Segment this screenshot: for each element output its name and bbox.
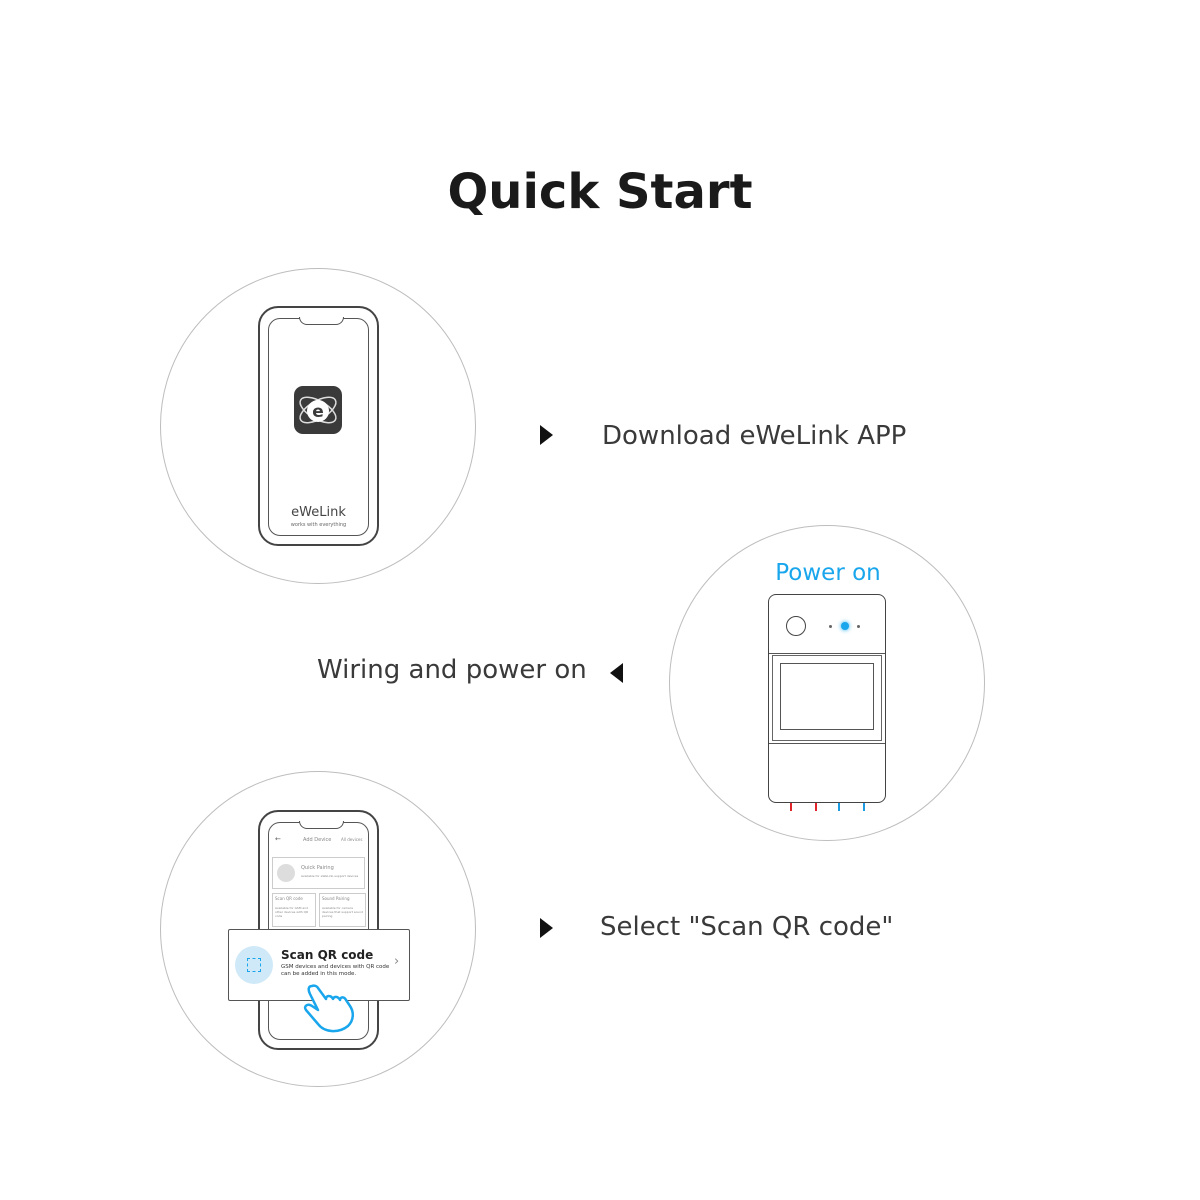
phone-ewelink-app: e eWeLink works with everything [258,306,379,546]
sound-pairing-label: Sound Pairing [322,896,350,901]
display-screen [780,663,874,730]
scan-qr-card-desc: GSM devices and devices with QR code can… [281,964,390,977]
all-devices-link: All devices [341,837,363,842]
indicator-led [857,625,860,628]
quick-pairing-option: Quick Pairing Available for eWeLink-supp… [272,857,365,889]
app-brand-label: eWeLink [291,505,346,520]
neutral-wire [838,803,840,811]
back-icon: ← [275,835,281,843]
divider [769,743,885,744]
phone-notch [299,317,344,325]
step3-illustration-circle [160,771,476,1087]
tap-hand-icon [303,984,354,1033]
live-wire [790,803,792,811]
quick-pairing-desc: Available for eWeLink-support devices [301,874,359,878]
step2-illustration-circle [669,525,985,841]
ewelink-logo-icon: e [294,386,342,434]
add-device-header: Add Device [303,837,332,843]
sound-pairing-desc: Available for camera devices that suppor… [322,906,363,918]
page-title: Quick Start [447,164,753,220]
live-wire [815,803,817,811]
qr-scan-icon [235,946,273,984]
svg-text:e: e [312,402,324,422]
quick-pairing-icon [277,864,295,882]
divider [769,653,885,654]
quick-pairing-label: Quick Pairing [301,865,334,871]
step1-illustration-circle [160,268,476,584]
power-on-callout: Power on [775,560,881,586]
step3-label: Select "Scan QR code" [600,912,894,942]
arrow-left-icon [610,663,623,683]
wifi-led-icon [841,622,849,630]
phone-screen: e eWeLink works with everything [268,317,369,536]
qr-frame [247,958,261,972]
smart-switch-device [768,594,886,803]
scan-qr-small-option: Scan QR code Available for GSM and other… [272,893,316,927]
scan-qr-small-desc: Available for GSM and other devices with… [275,906,309,918]
neutral-wire [863,803,865,811]
arrow-right-icon [540,425,553,445]
scan-qr-small-label: Scan QR code [275,896,303,901]
phone-notch [299,821,344,829]
chevron-right-icon: › [394,954,400,969]
step1-label: Download eWeLink APP [602,421,907,451]
app-tagline: works with everything [290,522,347,528]
sound-pairing-option: Sound Pairing Available for camera devic… [319,893,366,927]
indicator-led [829,625,832,628]
arrow-right-icon [540,918,553,938]
step2-label: Wiring and power on [317,655,587,685]
scan-qr-card-title: Scan QR code [281,948,374,962]
device-button [786,616,806,636]
display-frame [772,655,882,741]
